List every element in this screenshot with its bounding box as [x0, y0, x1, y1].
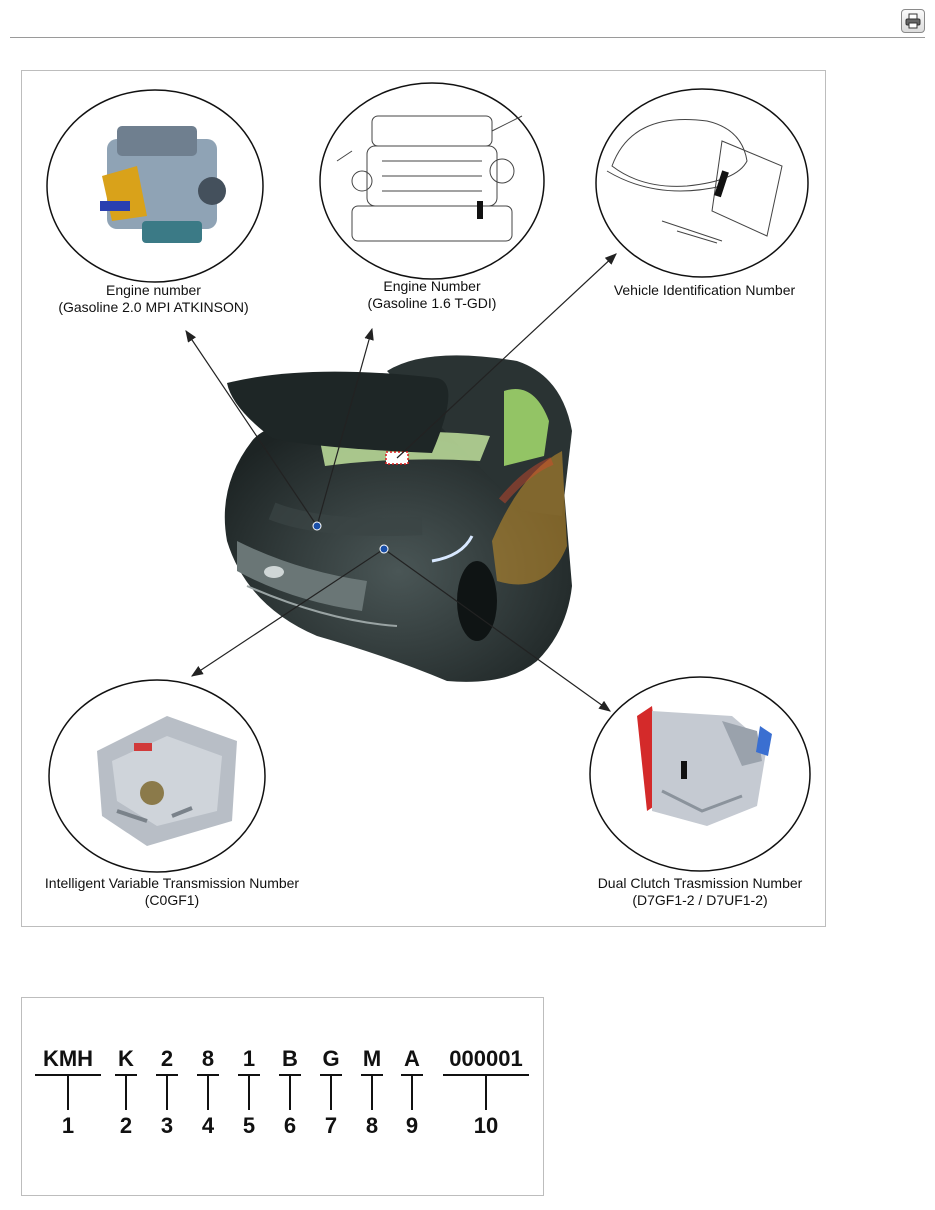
vin-code-5: 1 — [242, 1046, 256, 1071]
vin-underline-5 — [238, 1074, 260, 1076]
printer-icon — [905, 13, 921, 29]
vin-tick-7 — [330, 1076, 332, 1110]
vin-number-7: 7 — [324, 1113, 338, 1138]
print-button[interactable] — [901, 9, 925, 33]
vin-segment-3: 2 3 — [156, 1047, 178, 1138]
ivt-label: Intelligent Variable Transmission Number… — [22, 875, 322, 909]
dct-subtitle: (D7GF1-2 / D7UF1-2) — [632, 892, 768, 908]
engine-mpi-title: Engine number — [106, 282, 201, 298]
vin-tick-2 — [125, 1076, 127, 1110]
vin-segment-9: A 9 — [401, 1047, 423, 1138]
vin-tick-10 — [485, 1076, 487, 1110]
vin-code-4: 8 — [201, 1046, 215, 1071]
vin-tick-1 — [67, 1076, 69, 1110]
vin-segment-8: M 8 — [361, 1047, 383, 1138]
vin-number-6: 6 — [283, 1113, 297, 1138]
vin-segment-10: 000001 10 — [443, 1047, 529, 1138]
vin-number-1: 1 — [61, 1113, 75, 1138]
vin-code-6: B — [282, 1046, 298, 1071]
vin-code-1: KMH — [42, 1046, 94, 1071]
callout-arrows — [185, 253, 617, 712]
vin-number-9: 9 — [405, 1113, 419, 1138]
vin-tick-5 — [248, 1076, 250, 1110]
dct-transmission-image — [637, 706, 772, 826]
vin-tick-6 — [289, 1076, 291, 1110]
vin-callout — [595, 88, 809, 278]
vin-underline-2 — [115, 1074, 137, 1076]
vin-number-5: 5 — [242, 1113, 256, 1138]
vin-code-8: M — [362, 1046, 382, 1071]
header-divider — [10, 37, 925, 38]
vin-code-2: K — [118, 1046, 134, 1071]
vin-underline-6 — [279, 1074, 301, 1076]
vin-underline-8 — [361, 1074, 383, 1076]
vin-tick-4 — [207, 1076, 209, 1110]
vin-label: Vehicle Identification Number — [592, 282, 817, 299]
engine-mpi-subtitle: (Gasoline 2.0 MPI ATKINSON) — [58, 299, 249, 315]
vin-underline-4 — [197, 1074, 219, 1076]
seat-line-drawing — [606, 118, 783, 244]
vehicle-image — [224, 355, 572, 682]
vin-number-8: 8 — [365, 1113, 379, 1138]
engine-mpi-label: Engine number (Gasoline 2.0 MPI ATKINSON… — [26, 282, 281, 316]
vin-segment-6: B 6 — [279, 1047, 301, 1138]
ivt-transmission-image — [97, 716, 237, 846]
vin-number-2: 2 — [119, 1113, 133, 1138]
transmission-location-marker — [379, 544, 389, 554]
ivt-callout — [48, 679, 266, 873]
vin-code-7: G — [322, 1046, 340, 1071]
vin-segment-1: KMH 1 — [35, 1047, 101, 1138]
dct-callout — [589, 676, 811, 872]
dct-title: Dual Clutch Trasmission Number — [597, 875, 803, 891]
vin-code-10: 000001 — [449, 1046, 523, 1071]
ivt-subtitle: (C0GF1) — [144, 892, 200, 908]
vin-tick-8 — [371, 1076, 373, 1110]
identification-number-locations-figure: Engine number (Gasoline 2.0 MPI ATKINSON… — [21, 70, 826, 927]
vin-segment-5: 1 5 — [238, 1047, 260, 1138]
vin-number-4: 4 — [201, 1113, 215, 1138]
vin-title: Vehicle Identification Number — [613, 282, 796, 298]
vin-segment-7: G 7 — [320, 1047, 342, 1138]
vin-tick-9 — [411, 1076, 413, 1110]
vin-segment-4: 8 4 — [197, 1047, 219, 1138]
vin-tick-3 — [166, 1076, 168, 1110]
vin-underline-3 — [156, 1074, 178, 1076]
engine-tgdi-callout — [319, 82, 545, 280]
vin-number-10: 10 — [473, 1113, 499, 1138]
engine-tgdi-subtitle: (Gasoline 1.6 T-GDI) — [367, 295, 497, 311]
engine-mpi-image — [100, 126, 226, 243]
vin-underline-10 — [443, 1074, 529, 1076]
vin-code-3: 2 — [160, 1046, 174, 1071]
vin-underline-9 — [401, 1074, 423, 1076]
engine-mpi-callout — [46, 89, 264, 283]
engine-location-marker — [312, 521, 322, 531]
engine-tgdi-title: Engine Number — [383, 278, 481, 294]
dct-label: Dual Clutch Trasmission Number (D7GF1-2 … — [585, 875, 815, 909]
ivt-title: Intelligent Variable Transmission Number — [44, 875, 300, 891]
vin-segment-2: K 2 — [115, 1047, 137, 1138]
vin-code-9: A — [404, 1046, 420, 1071]
engine-tgdi-label: Engine Number (Gasoline 1.6 T-GDI) — [332, 278, 532, 312]
vin-underline-7 — [320, 1074, 342, 1076]
vin-number-3: 3 — [160, 1113, 174, 1138]
engine-tgdi-line-drawing — [336, 115, 523, 242]
vin-underline-1 — [35, 1074, 101, 1076]
vin-format-figure: KMH 1 K 2 2 3 8 4 1 5 B 6 G 7 M — [21, 997, 544, 1196]
